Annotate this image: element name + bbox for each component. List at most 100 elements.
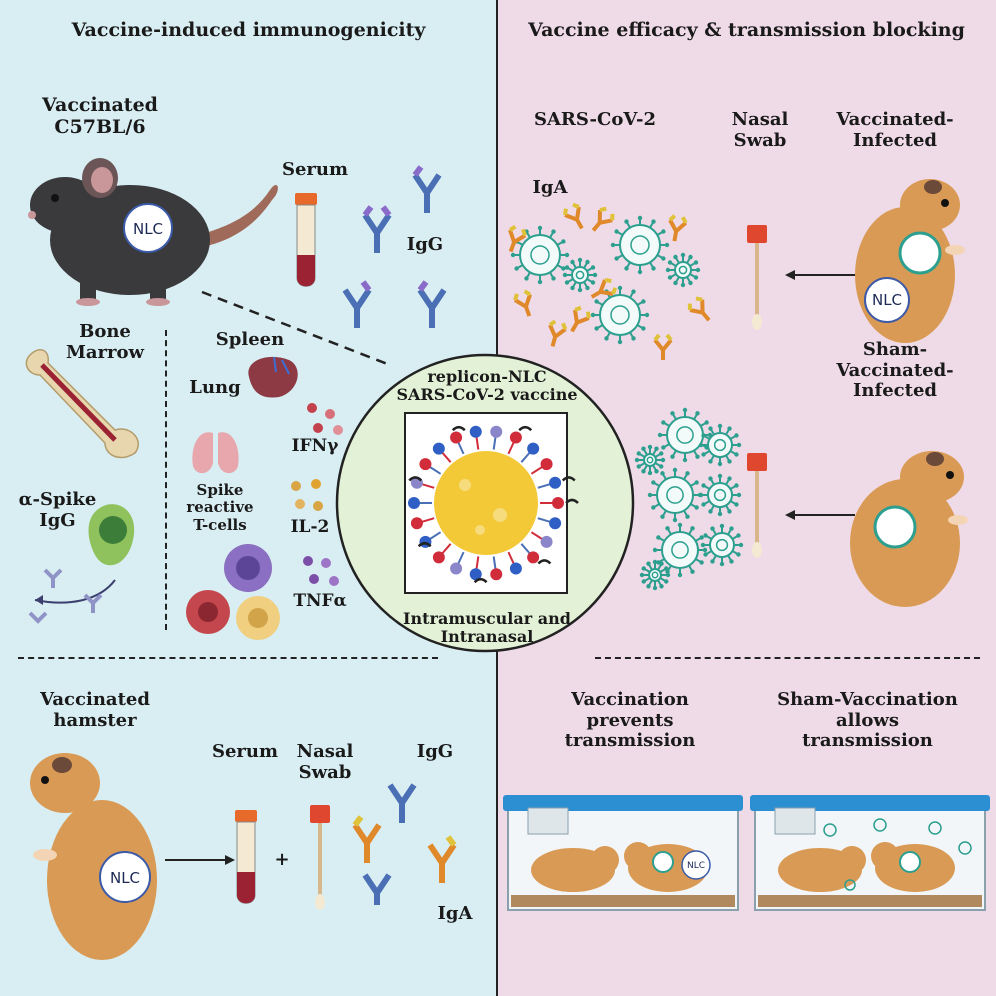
lipid-tail [456, 440, 465, 455]
serum-label: Serum [281, 159, 349, 180]
sham-line3: Infected [852, 380, 937, 402]
nasal-swab-label-right: Nasal Swab [720, 109, 800, 151]
mouse-label: Vaccinated C57BL/6 [20, 94, 180, 139]
nlc-particle-shell [408, 425, 579, 584]
iga-antibody-icon [570, 305, 591, 333]
vaccinated-infected-label: Vaccinated- Infected [825, 109, 965, 151]
lipid-head [540, 458, 553, 471]
igg-iga-antibodies-cluster [352, 783, 457, 905]
iga-antibody-icon [653, 333, 673, 360]
nasal-swab-line2-left: Swab [298, 761, 352, 783]
vaccinated-infected-line2: Infected [852, 129, 937, 151]
lipid-head [509, 562, 522, 575]
virus-icon [647, 467, 703, 523]
spike-tcells-label: Spike reactive T-cells [175, 481, 265, 534]
lipid-tail [507, 551, 516, 566]
serum-tube-2-icon [235, 810, 257, 904]
igg-label-2: IgG [416, 741, 454, 762]
virus-icon [610, 215, 670, 275]
left-horizontal-dashed-line [18, 657, 438, 659]
spleen-icon [248, 356, 298, 398]
antibody-icon [362, 205, 392, 253]
replicon-rna [473, 577, 488, 584]
hamster-nlc-badge: NLC [110, 869, 140, 887]
lipid-tail [475, 435, 480, 450]
mouse-label-line2: C57BL/6 [54, 115, 146, 138]
mouse-label-line1: Vaccinated [42, 94, 158, 116]
lipid-head [527, 442, 540, 455]
lipid-tail [475, 556, 480, 571]
iga-antibody-icon [513, 289, 532, 317]
bone-marrow-line2: Marrow [65, 341, 145, 363]
right-panel-title: Vaccine efficacy & transmission blocking [528, 19, 965, 41]
allows-line1: Sham-Vaccination [777, 689, 958, 710]
serum-label-2: Serum [211, 741, 279, 762]
virus-icon [698, 473, 742, 517]
replicon-rna [537, 559, 552, 565]
arrow-to-serum [165, 855, 235, 865]
hamster-label-line1: Vaccinated [40, 689, 150, 710]
lipid-tail [507, 440, 516, 455]
sham-vaccinated-infected-label: Sham- Vaccinated- Infected [815, 339, 975, 402]
alpha-spike-line1: α-Spike [18, 489, 97, 510]
igg-label: IgG [406, 234, 444, 255]
nasal-swab-icon-left [310, 805, 330, 910]
lipid-tail [440, 450, 452, 463]
nasal-swab-line1-left: Nasal [296, 741, 354, 762]
il2-label: IL-2 [290, 517, 330, 537]
lipid-tail [537, 517, 552, 524]
center-route-line2: Intranasal [440, 627, 534, 647]
prevents-line1: Vaccination [571, 689, 689, 710]
arrow-from-hamster-top [785, 270, 855, 280]
lipid-head [549, 476, 562, 489]
alpha-spike-line2: IgG [39, 509, 76, 531]
iga-antibody-icon [591, 206, 615, 232]
sham-allows-label: Sham-Vaccination allows transmission [745, 689, 990, 752]
vaccination-prevents-label: Vaccination prevents transmission [520, 689, 740, 752]
spike-tcells-line3: T-cells [193, 515, 247, 534]
virus-icon [652, 522, 708, 578]
virus-icon [700, 523, 744, 567]
hamster-label: Vaccinated hamster [25, 689, 165, 731]
lipid-head [469, 568, 482, 581]
tnfa-dots [303, 556, 339, 586]
ifng-label: IFNγ [291, 436, 339, 456]
lipid-tail [456, 551, 465, 566]
il2-dots [291, 479, 323, 511]
virus-icon [510, 225, 570, 285]
replicon-rna [518, 425, 533, 432]
bone-marrow-label: Bone Marrow [40, 321, 170, 363]
allows-line3: transmission [802, 730, 933, 752]
nasal-swab-icon-top [747, 225, 767, 330]
ifng-dots [307, 403, 343, 435]
lipid-tail [492, 556, 497, 571]
iga-antibody-icon [548, 319, 568, 347]
virus-cluster-sham [634, 407, 744, 591]
virus-icon [639, 559, 671, 591]
mouse-illustration: NLC [28, 158, 278, 306]
lipid-head [527, 551, 540, 564]
cage-vaccinated: NLC [503, 795, 743, 911]
cage-sham [750, 795, 990, 911]
iga-label-2: IgA [437, 903, 473, 924]
lipid-tail [440, 543, 452, 556]
lipid-head [509, 431, 522, 444]
igg-antibodies-cluster [342, 165, 447, 328]
virus-icon [698, 423, 742, 467]
plus-sign: + [274, 849, 290, 870]
lipid-head [490, 568, 503, 581]
center-route: Intramuscular and Intranasal [392, 609, 582, 647]
replicon-rna [417, 542, 432, 548]
iga-antibody-icon [508, 224, 527, 253]
lipid-tail [492, 435, 497, 450]
center-title: replicon-NLC SARS-CoV-2 vaccine [392, 367, 582, 405]
lipid-head [432, 551, 445, 564]
lung-label: Lung [189, 377, 241, 398]
vaccinated-hamster-illustration: NLC [30, 753, 157, 960]
lipid-head [540, 535, 553, 548]
lung-icon [192, 413, 239, 474]
iga-antibody-icon [687, 296, 711, 322]
center-title-line1: replicon-NLC [427, 367, 547, 386]
iga-antibody-icon [590, 278, 618, 299]
